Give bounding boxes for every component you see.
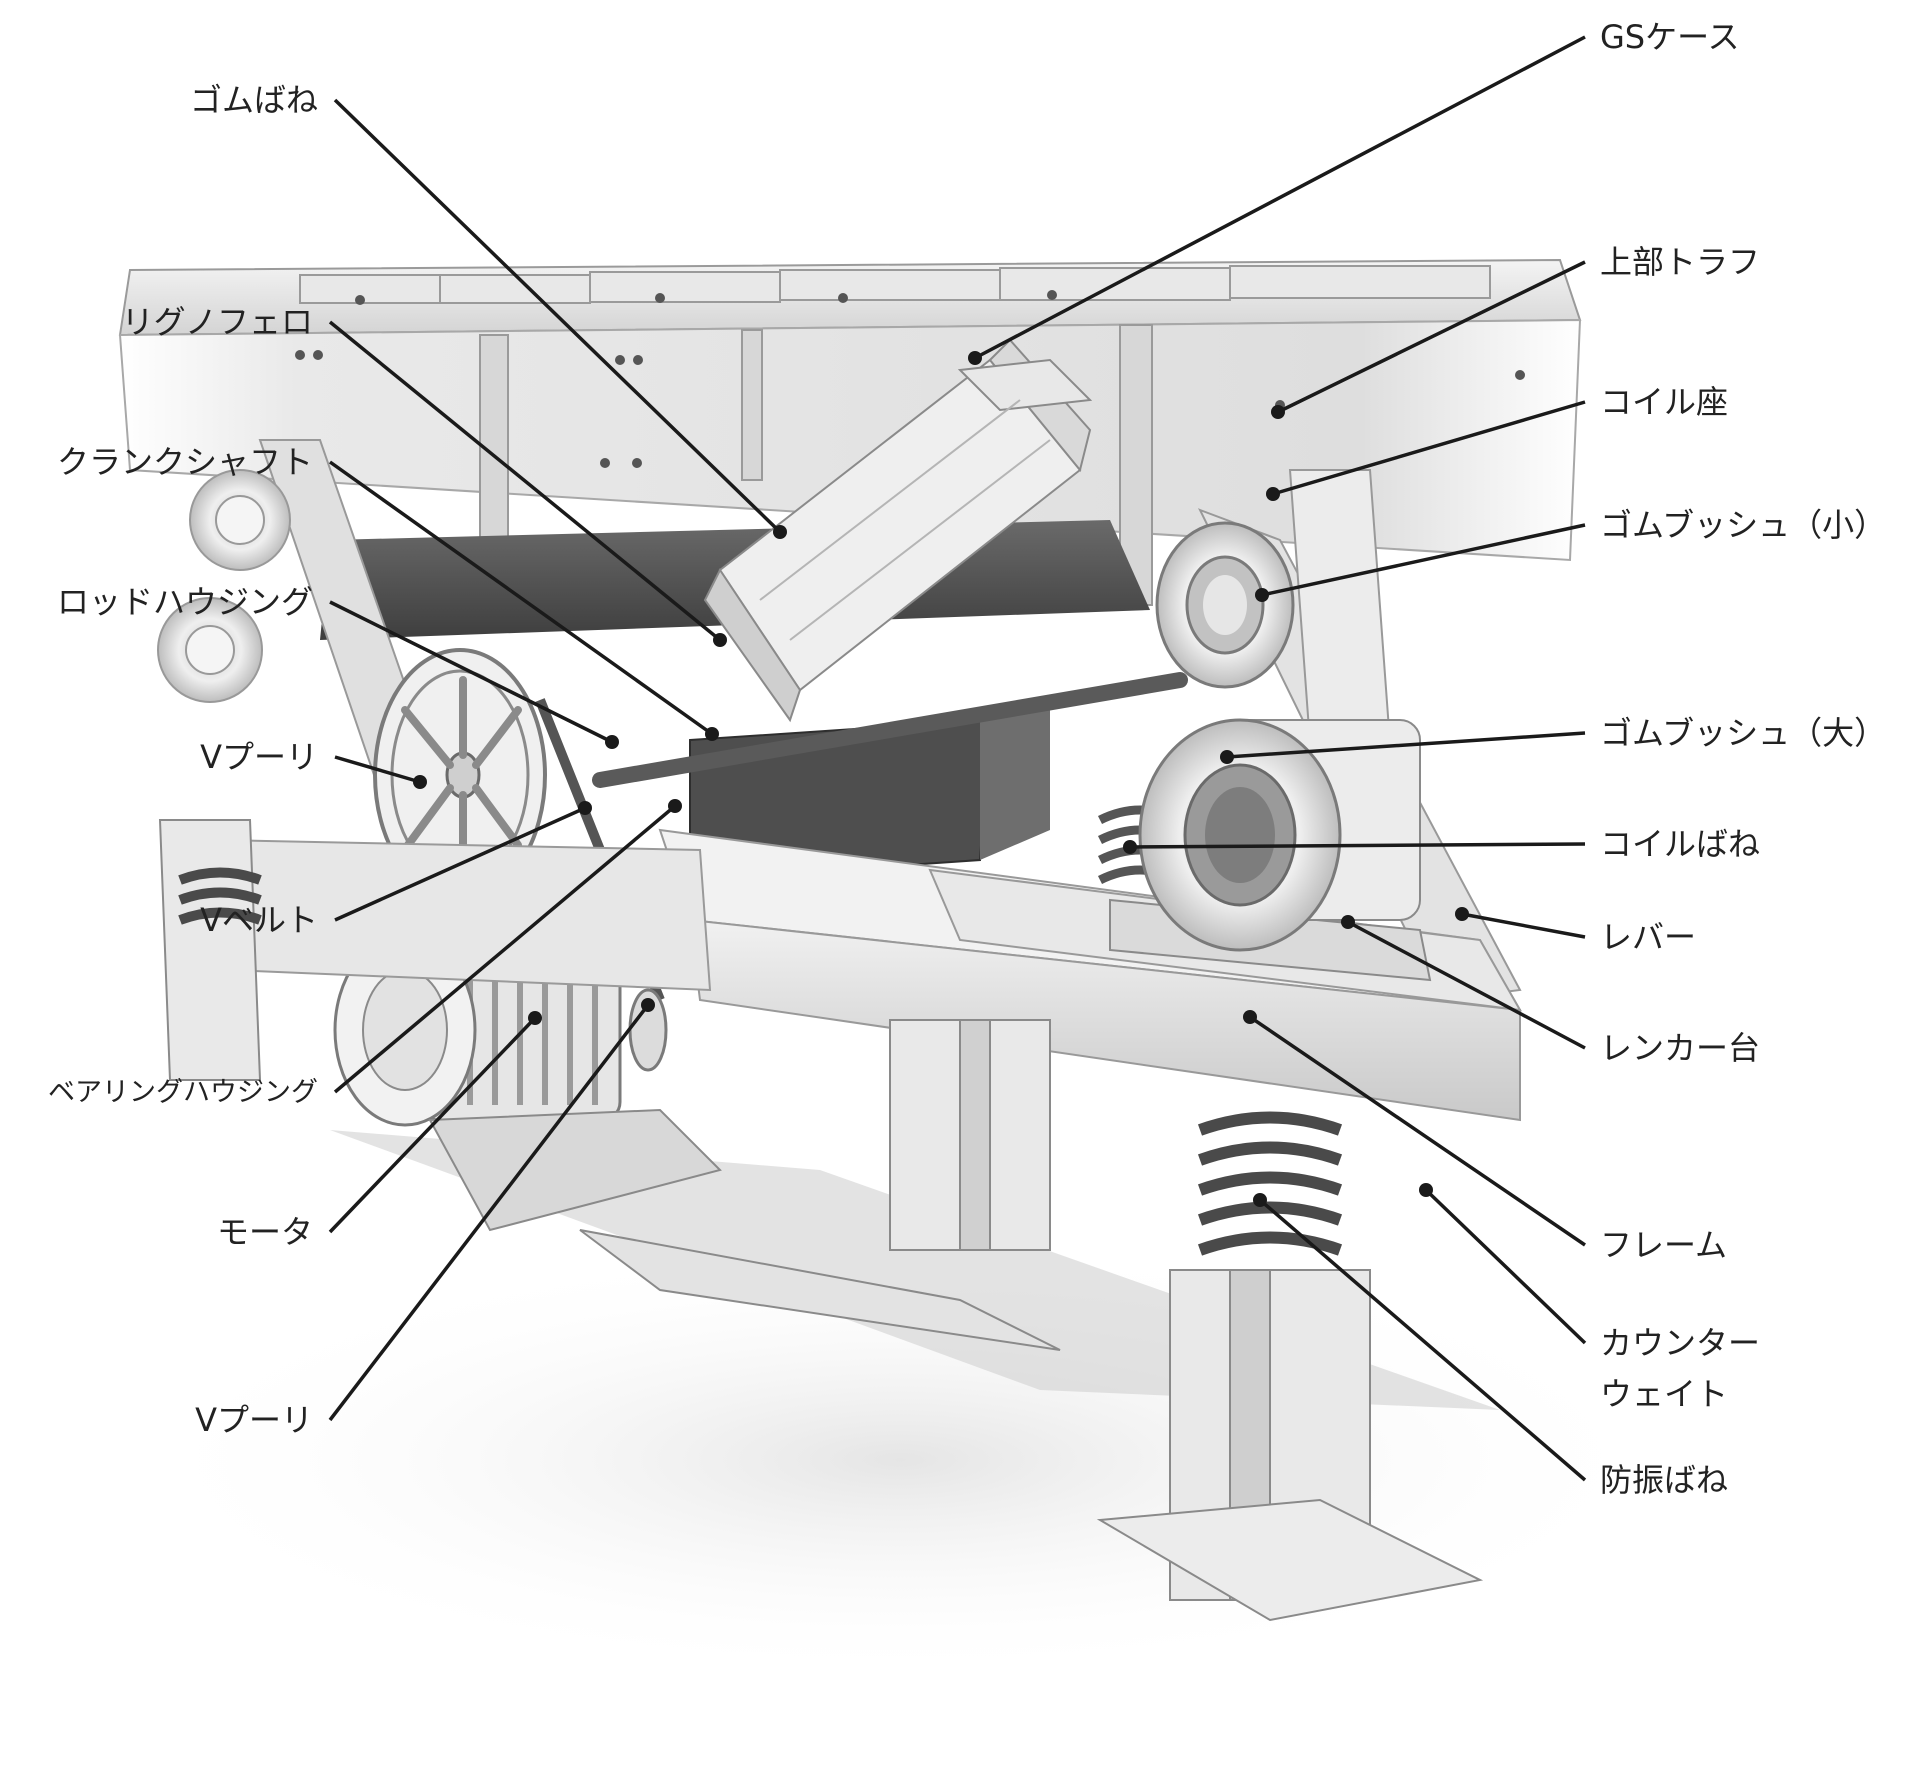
gs-case	[703, 338, 1093, 723]
machine-illustration	[118, 258, 1680, 1680]
label-coil-spring: コイルばね	[1600, 825, 1760, 863]
anti-vibration-spring	[1197, 1111, 1343, 1256]
rubber-bushing-small	[1155, 521, 1295, 689]
label-v-pulley-lower: Vプーリ	[195, 1401, 313, 1439]
label-lever: レバー	[1600, 918, 1696, 956]
label-crankshaft: クランクシャフト	[57, 443, 313, 481]
leader-dots	[413, 351, 1469, 1207]
support-legs	[158, 819, 1484, 1622]
label-rod-housing: ロッドハウジング	[57, 583, 313, 621]
label-anti-vibration-spring: 防振ばね	[1600, 1461, 1728, 1499]
leader-lines	[328, 35, 1587, 1482]
label-v-belt: Vベルト	[200, 901, 318, 939]
label-rubber-bushing-small: ゴムブッシュ（小）	[1600, 506, 1886, 544]
label-rubber-spring: ゴムばね	[190, 81, 318, 119]
labels-left: ゴムばね リグノフェロ クランクシャフト ロッドハウジング Vプーリ Vベルト …	[48, 81, 318, 1439]
label-motor: モータ	[217, 1213, 313, 1251]
label-coil-seat: コイル座	[1600, 383, 1728, 421]
label-v-pulley-upper: Vプーリ	[200, 738, 318, 776]
label-lignoferro: リグノフェロ	[122, 303, 313, 341]
label-upper-trough: 上部トラフ	[1600, 243, 1760, 281]
label-bearing-housing: ベアリングハウジング	[48, 1077, 318, 1108]
rubber-bushing-large	[1138, 718, 1421, 952]
label-gs-case: GSケース	[1600, 18, 1740, 56]
motor	[333, 928, 722, 1232]
labels-right: GSケース 上部トラフ コイル座 ゴムブッシュ（小） ゴムブッシュ（大） コイル…	[1600, 18, 1886, 1499]
label-counterweight-line2: ウェイト	[1600, 1375, 1728, 1413]
label-renker-base: レンカー台	[1600, 1029, 1760, 1067]
label-counterweight-line1: カウンター	[1600, 1324, 1760, 1362]
upper-trough	[118, 258, 1582, 606]
label-frame: フレーム	[1600, 1226, 1727, 1264]
crankshaft-rod	[592, 672, 1188, 788]
label-rubber-bushing-large: ゴムブッシュ（大）	[1600, 714, 1886, 752]
